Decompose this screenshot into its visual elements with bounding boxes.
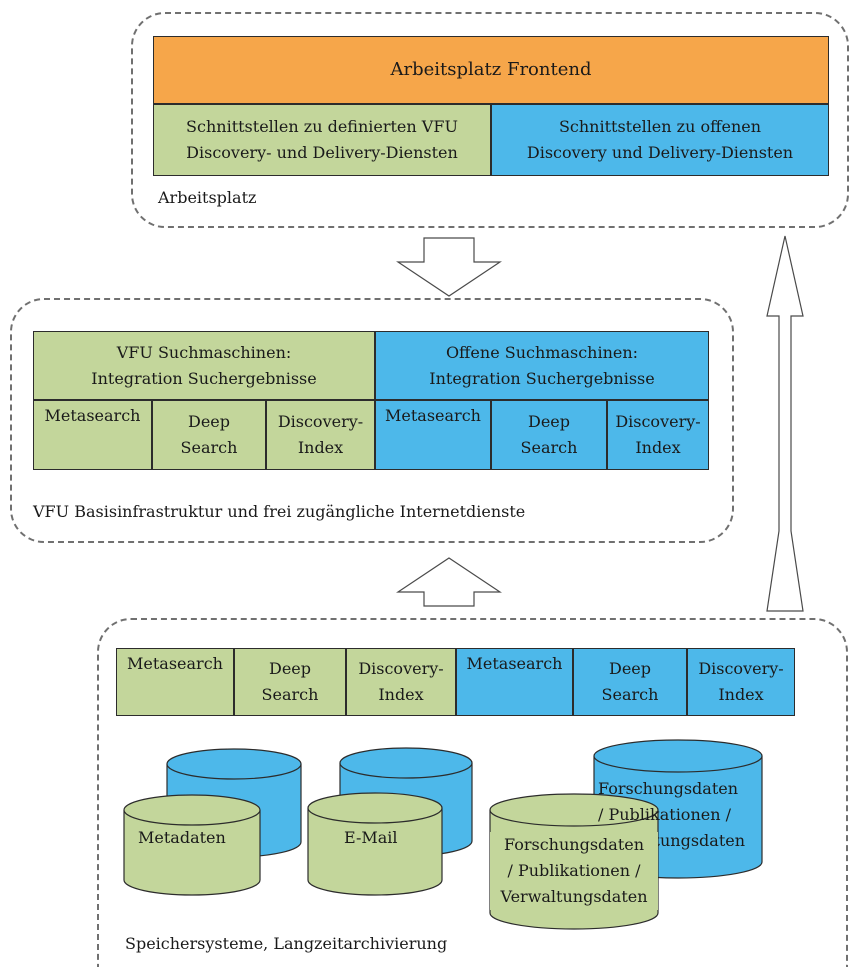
up-arrow — [396, 557, 502, 607]
mid-open-discovery-index: Discovery- Index — [607, 400, 709, 470]
basisinfrastruktur-caption: VFU Basisinfrastruktur und frei zugängli… — [33, 502, 526, 521]
mid-open-deepsearch: Deep Search — [491, 400, 607, 470]
frontend-label: Arbeitsplatz Frontend — [390, 59, 592, 80]
mid-vfu-deepsearch: Deep Search — [152, 400, 266, 470]
frontend-box: Arbeitsplatz Frontend — [153, 36, 829, 104]
cylinder-research-label: Forschungsdaten / Publikationen / Verwal… — [490, 832, 658, 910]
bottom-open-metasearch-label: Metasearch — [466, 654, 563, 673]
bottom-open-metasearch: Metasearch — [456, 648, 573, 716]
vfu-interface-label: Schnittstellen zu definierten VFU Discov… — [186, 117, 458, 162]
mid-open-metasearch-label: Metasearch — [385, 406, 481, 425]
mid-vfu-discovery-index-label: Discovery- Index — [277, 412, 364, 457]
bottom-vfu-deepsearch: Deep Search — [234, 648, 346, 716]
bottom-vfu-metasearch-label: Metasearch — [127, 654, 223, 673]
open-interface-box: Schnittstellen zu offenen Discovery und … — [491, 104, 829, 176]
green-cylinder-metadata — [123, 794, 261, 896]
bottom-vfu-deepsearch-label: Deep Search — [261, 659, 319, 704]
cylinder-email-label: E-Mail — [344, 828, 398, 847]
green-cylinder-email — [307, 792, 443, 896]
down-arrow — [396, 237, 502, 297]
open-search-header-label: Offene Suchmaschinen: Integration Sucher… — [429, 342, 655, 388]
double-vertical-arrow — [766, 235, 804, 612]
bottom-open-discovery-index-label: Discovery- Index — [698, 659, 784, 704]
mid-vfu-deepsearch-label: Deep Search — [180, 412, 238, 457]
bottom-open-deepsearch-label: Deep Search — [601, 659, 659, 704]
mid-vfu-discovery-index: Discovery- Index — [266, 400, 375, 470]
mid-open-deepsearch-label: Deep Search — [520, 412, 578, 457]
bottom-vfu-discovery-index: Discovery- Index — [346, 648, 456, 716]
open-search-header: Offene Suchmaschinen: Integration Sucher… — [375, 331, 709, 400]
vfu-interface-box: Schnittstellen zu definierten VFU Discov… — [153, 104, 491, 176]
mid-vfu-metasearch: Metasearch — [33, 400, 152, 470]
cylinder-metadata-label: Metadaten — [138, 828, 226, 847]
open-interface-label: Schnittstellen zu offenen Discovery und … — [526, 117, 794, 162]
mid-vfu-metasearch-label: Metasearch — [44, 406, 141, 425]
speichersysteme-caption: Speichersysteme, Langzeitarchivierung — [125, 934, 448, 953]
vfu-search-header: VFU Suchmaschinen: Integration Suchergeb… — [33, 331, 375, 400]
arbeitsplatz-group — [131, 12, 849, 228]
vfu-search-header-label: VFU Suchmaschinen: Integration Suchergeb… — [91, 342, 317, 388]
bottom-vfu-metasearch: Metasearch — [116, 648, 234, 716]
mid-open-metasearch: Metasearch — [375, 400, 491, 470]
basisinfrastruktur-group — [10, 298, 734, 543]
arbeitsplatz-caption: Arbeitsplatz — [158, 188, 257, 207]
bottom-vfu-discovery-index-label: Discovery- Index — [358, 659, 444, 704]
bottom-open-discovery-index: Discovery- Index — [687, 648, 795, 716]
mid-open-discovery-index-label: Discovery- Index — [615, 412, 701, 457]
speichersysteme-group — [97, 618, 848, 967]
bottom-open-deepsearch: Deep Search — [573, 648, 687, 716]
